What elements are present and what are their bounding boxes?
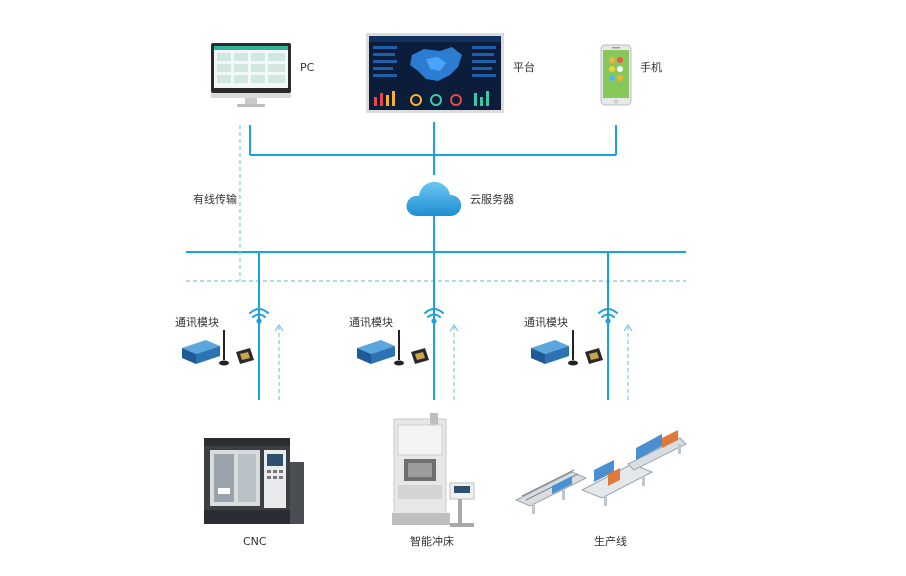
comm-module-device-icon bbox=[182, 330, 254, 366]
production-line-icon bbox=[514, 430, 687, 514]
comm-module-label: 通讯模块 bbox=[524, 316, 568, 329]
cloud-server-icon bbox=[406, 181, 462, 216]
platform-label: 平台 bbox=[513, 61, 535, 74]
machine-label: CNC bbox=[243, 535, 267, 548]
pc-monitor-icon bbox=[211, 43, 291, 107]
smart-press-icon bbox=[392, 413, 475, 527]
wifi-icon bbox=[598, 308, 618, 324]
pc-label: PC bbox=[300, 61, 315, 74]
phone-icon bbox=[600, 44, 632, 106]
wired-transmission-label: 有线传输 bbox=[193, 193, 237, 206]
comm-module-label: 通讯模块 bbox=[175, 316, 219, 329]
machine-label: 智能冲床 bbox=[410, 535, 454, 548]
cnc-machine-icon bbox=[204, 438, 304, 524]
comm-module-device-icon bbox=[357, 330, 429, 366]
wifi-icon bbox=[249, 308, 269, 324]
platform-dashboard-icon bbox=[366, 33, 504, 113]
comm-module-device-icon bbox=[531, 330, 603, 366]
wifi-icon bbox=[424, 308, 444, 324]
cloud-server-label: 云服务器 bbox=[470, 193, 514, 206]
comm-module-label: 通讯模块 bbox=[349, 316, 393, 329]
phone-label: 手机 bbox=[640, 61, 662, 74]
machine-label: 生产线 bbox=[594, 535, 627, 548]
